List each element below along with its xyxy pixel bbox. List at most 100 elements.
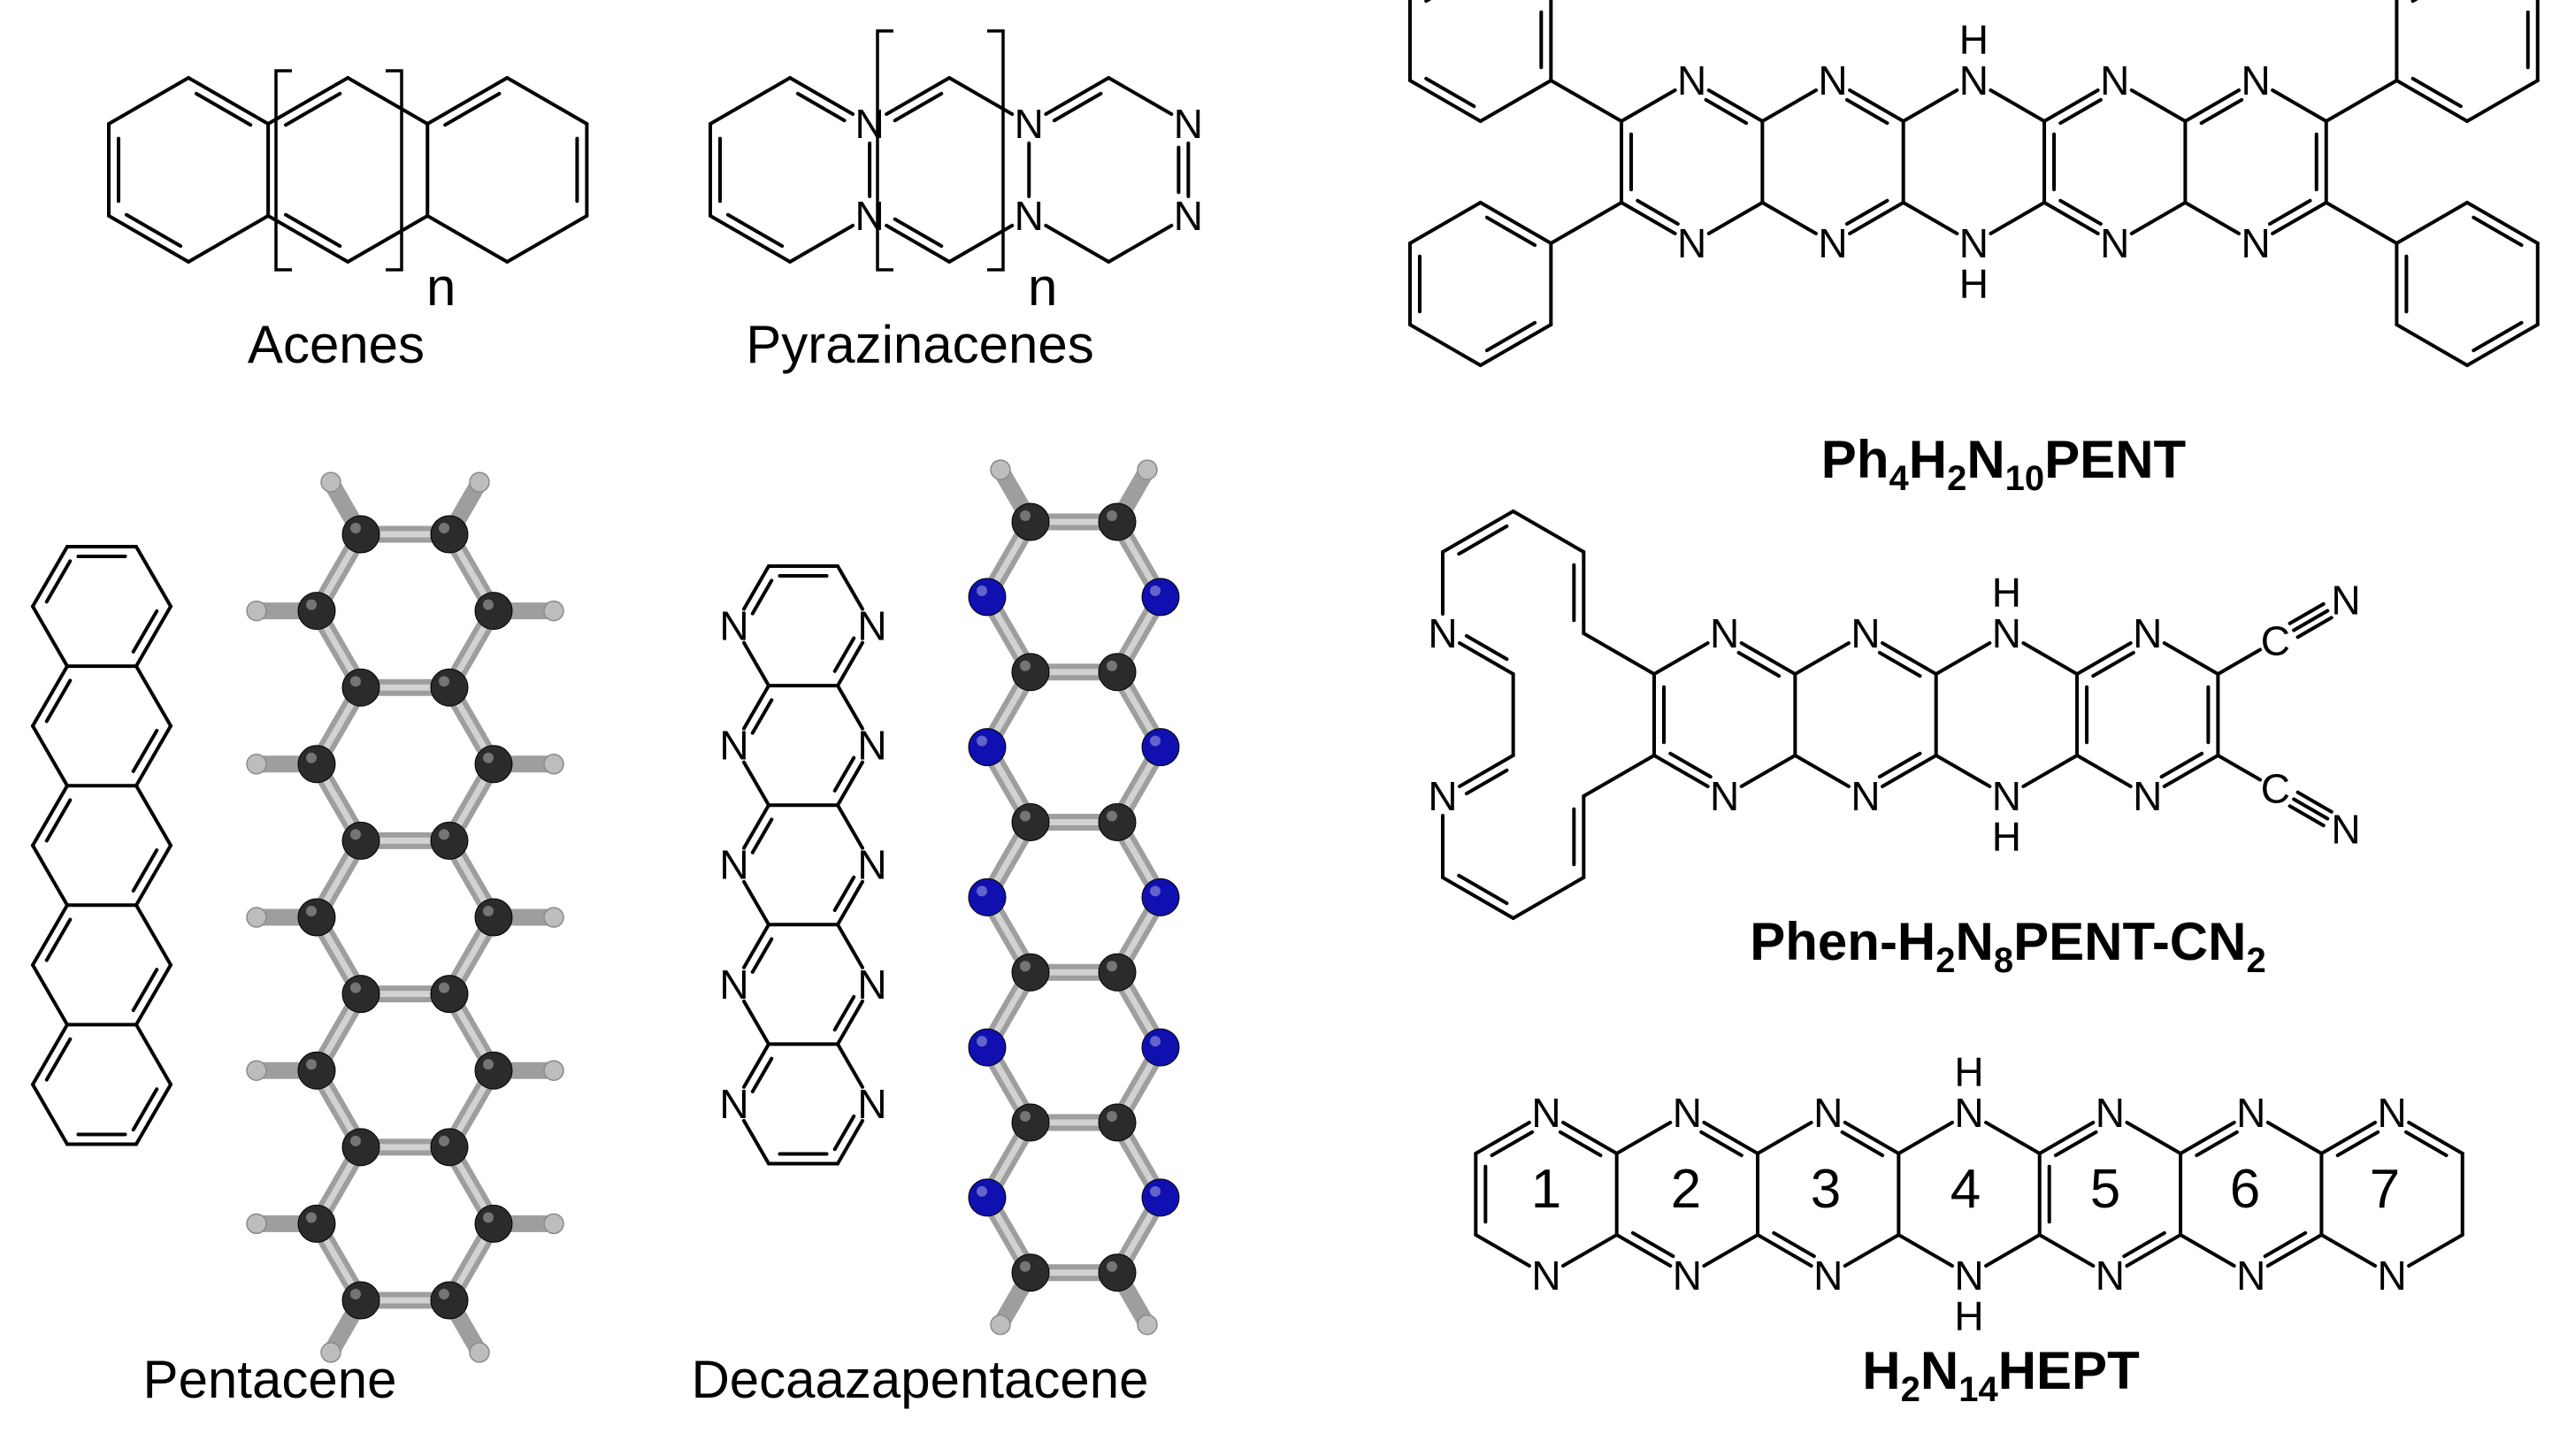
ph4-bond (1620, 88, 1677, 123)
hept-nitrogen-label: N (2096, 1090, 2125, 1136)
hept-bond (1897, 1233, 1954, 1268)
pentacene-3d-carbon-atom-ball (474, 745, 513, 784)
ph4-phenyl-bond (1407, 323, 1483, 367)
decaazapentacene-2d-double-bond-inner-line (750, 817, 774, 854)
acenes-double-bond-inner-line (284, 91, 342, 127)
hept-bond (1984, 1121, 2042, 1155)
phen-bond (1881, 754, 1938, 788)
decaazapentacene-2d-double-bond-inner-line (832, 1114, 856, 1152)
pentacene-3d-atom-ball-highlight (306, 752, 317, 763)
hept-bond-inner (1490, 1130, 1535, 1158)
ph4-phenyl-bond (2465, 201, 2540, 245)
pentacene-2d-bond (31, 962, 69, 1027)
phen-bond-inner (2159, 751, 2204, 779)
decaazapentacene-2d-bond (836, 999, 864, 1046)
decaazapentacene-3d-nitrogen-atom-ball (968, 877, 1007, 916)
phen-nitrogen-label: N (2133, 773, 2162, 819)
pentacene-3d-atom-ball-highlight (483, 1212, 494, 1223)
hept-bond (2265, 1233, 2324, 1268)
phen-bond-inner (1736, 650, 1782, 678)
pentacene-3d-carbon-atom-ball (474, 1204, 513, 1243)
phen-bond (2075, 641, 2133, 676)
ph4-phenyl-link (2324, 201, 2399, 245)
decaazapentacene-2d-double-bond-inner-line (750, 579, 774, 616)
phen-bond-inner (1877, 751, 1922, 779)
ring-number-3: 3 (1811, 1159, 1841, 1220)
decaazapentacene-3d-atom-ball-highlight (1107, 1261, 1117, 1272)
hept-bond (2179, 1233, 2236, 1268)
pyrazinacenes-bond (1044, 224, 1111, 264)
ph4-phenyl-bond-inner (1484, 215, 1537, 248)
decaazapentacene-2d-bond (836, 640, 864, 688)
phen-bond-inner (2091, 650, 2135, 678)
pentacene-2d-bond (31, 784, 69, 847)
phen-nitrile-triple-bond (2292, 797, 2330, 821)
decaazapentacene-2d-bond (742, 803, 770, 850)
phen-bond (1793, 754, 1851, 788)
pyrazinacenes-atom-label: N (855, 101, 885, 147)
phen-bond (2162, 754, 2220, 788)
pyrazinacenes-double-bond-inner-line (893, 91, 944, 123)
decaazapentacene-3d-atom-ball-highlight (1107, 961, 1117, 972)
decaazapentacene-3d-nitrogen-atom-ball (1141, 728, 1180, 767)
pentacene-3d-atom-ball-highlight (350, 676, 361, 687)
ring-number-2: 2 (1671, 1159, 1701, 1220)
acenes-bond (505, 214, 589, 264)
phen-lower-pyridine-bond (1458, 754, 1515, 788)
pentacene-3d-carbon-atom-ball (341, 668, 380, 707)
pentacene-3d-carbon-atom-ball (341, 975, 380, 1014)
pentacene-3d-hydrogen-atom-ball (246, 1060, 267, 1081)
ball-and-stick-atoms (246, 459, 1180, 1363)
decaazapentacene-3d-atom-ball-highlight (1150, 735, 1161, 747)
ph4-phenyl-bond-inner (2472, 215, 2524, 248)
ph4-nitrogen-label: N (2241, 57, 2270, 103)
ph4-phenyl-bond-inner (1424, 76, 1476, 109)
ph4-phenyl-bond (2395, 201, 2470, 245)
hept-bond (1702, 1121, 1760, 1155)
decaazapentacene-3d-atom-ball-highlight (1020, 810, 1031, 822)
decaazapentacene-2d-atom-label: N (857, 842, 886, 888)
pentacene-3d-carbon-atom-ball (341, 515, 380, 554)
pentacene-2d-bond (31, 1023, 69, 1086)
decaazapentacene-2d-double-bond-inner-line (832, 994, 856, 1032)
decaazapentacene-caption: Decaazapentacene (691, 1350, 1148, 1409)
hept-nitrogen-label: N (2236, 1090, 2265, 1136)
pentacene-2d-bond (134, 1023, 172, 1086)
phen-bond (1652, 641, 1710, 676)
decaazapentacene-2d-bond (836, 564, 864, 611)
decaazapentacene-3d-atom-ball-highlight (977, 735, 987, 747)
decaazapentacene-2d-atom-label: N (719, 723, 748, 769)
decaazapentacene-2d-bond (742, 640, 770, 688)
pentacene-2d-double-bond-inner-line (131, 968, 159, 1013)
pentacene-2d-bond (134, 903, 172, 967)
hept-nitrogen-label: N (1954, 1253, 1983, 1299)
acenes-repeat-n: n (426, 257, 456, 317)
pyrazinacenes-double-bond-inner-line (1052, 91, 1103, 123)
hept-bond (1474, 1121, 1531, 1155)
pentacene-2d-bond (31, 843, 69, 908)
pentacene-3d-atom-ball-highlight (483, 1059, 494, 1070)
hept-nitrogen-label: N (1954, 1090, 1983, 1136)
ph4-phenyl-bond (1407, 79, 1483, 123)
pentacene-3d-atom-ball-highlight (483, 752, 494, 763)
pentacene-3d-hydrogen-atom-ball (543, 754, 564, 775)
pentacene-2d-double-bond-inner-line (44, 559, 73, 604)
pentacene-3d-hydrogen-atom-ball (543, 907, 564, 928)
phen-nitrogen-label: N (1710, 773, 1739, 819)
ring-number-4: 4 (1950, 1159, 1981, 1220)
decaazapentacene-2d-double-bond-inner-line (750, 1056, 774, 1093)
hept-bond (1702, 1233, 1760, 1268)
ph4-bond (2129, 88, 2188, 123)
decaazapentacene-3d-atom-ball-highlight (1150, 885, 1161, 897)
phen-bond (2075, 754, 2133, 788)
ph4-bond-inner (2058, 198, 2103, 226)
ph4-bond (2271, 88, 2328, 123)
pentacene-3d-hydrogen-atom-ball (246, 754, 267, 775)
decaazapentacene-3d-carbon-atom-ball (1011, 802, 1050, 841)
hept-nitrogen-label: N (2377, 1253, 2406, 1299)
pyrazinacenes-double-bond-inner-line (893, 217, 944, 249)
hept-bond (1561, 1121, 1619, 1155)
pentacene-3d-atom-ball-highlight (306, 1059, 317, 1070)
phen-nitrile-carbon-label: C (2261, 766, 2290, 812)
